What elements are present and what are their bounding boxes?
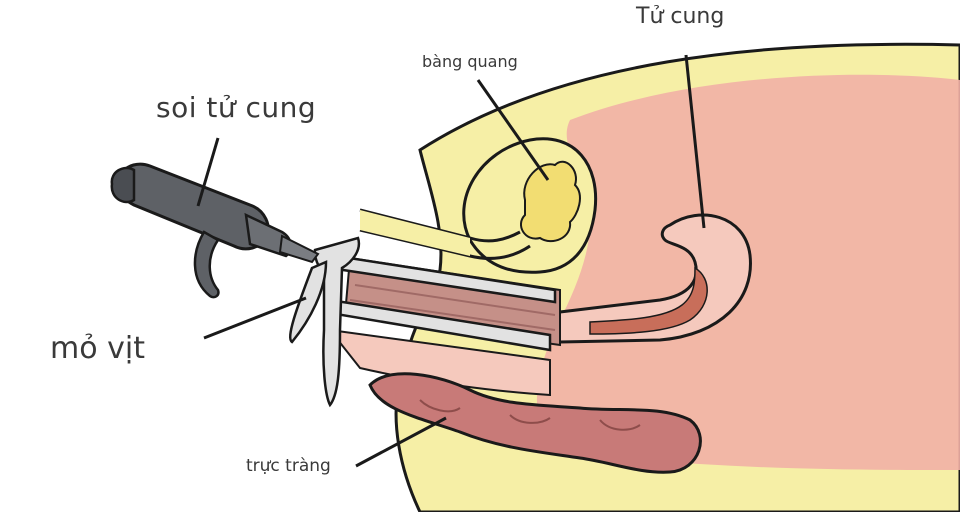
colposcope-trigger <box>193 230 220 299</box>
leader-mo-vit <box>203 296 307 340</box>
label-mo-vit: mỏ vịt <box>50 331 145 366</box>
uterine-cavity <box>589 266 708 335</box>
leader-soi-tu-cung <box>196 137 220 207</box>
label-bang-quang: bàng quang <box>422 52 518 71</box>
bladder <box>520 160 581 243</box>
urethra <box>359 208 531 260</box>
label-truc-trang: trực tràng <box>246 456 331 476</box>
colposcope-body <box>116 162 270 251</box>
leader-tu-cung <box>684 54 706 229</box>
label-soi-tu-cung: soi tử cung <box>156 91 317 124</box>
speculum-grip <box>288 260 328 344</box>
colposcope-tip <box>278 234 320 264</box>
leader-truc-trang <box>355 416 447 468</box>
leader-bang-quang <box>476 79 550 181</box>
label-tu-cung: Tử cung <box>636 4 725 29</box>
colposcope-cap <box>110 166 136 204</box>
